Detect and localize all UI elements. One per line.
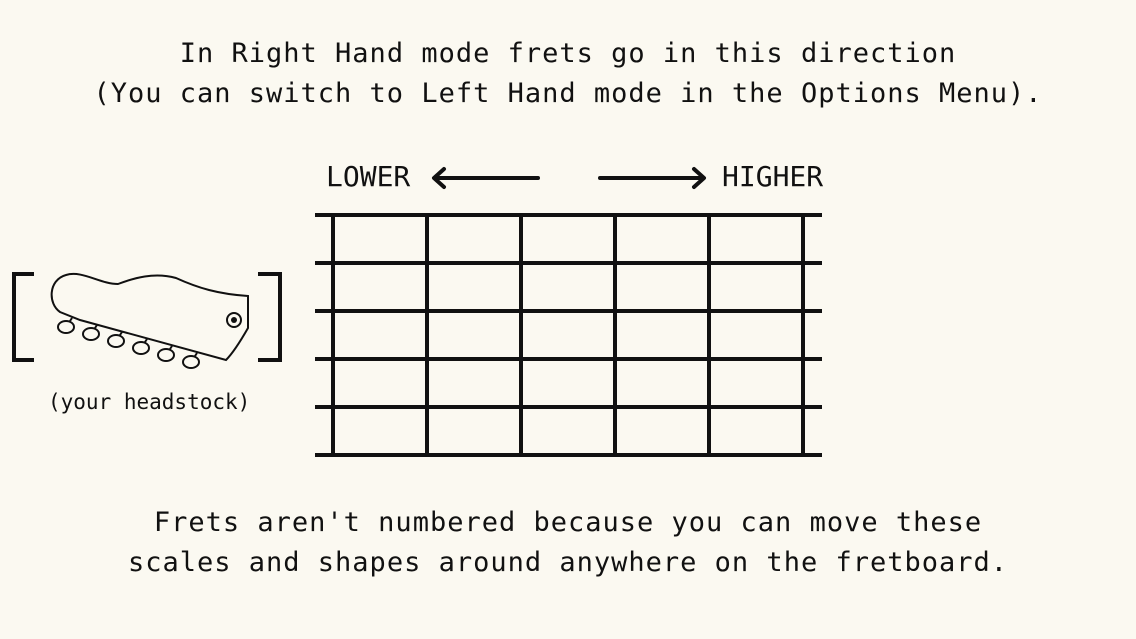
right-bracket bbox=[258, 272, 282, 362]
headstock-illustration bbox=[12, 272, 282, 369]
left-arrow-icon bbox=[432, 167, 540, 189]
intro-line-2: (You can switch to Left Hand mode in the… bbox=[93, 78, 1043, 109]
lower-label: LOWER bbox=[326, 160, 411, 193]
headstock-caption: (your headstock) bbox=[48, 390, 251, 414]
tuner-peg bbox=[57, 320, 75, 334]
tuner-peg bbox=[82, 327, 100, 341]
outro-line-1: Frets aren't numbered because you can mo… bbox=[153, 507, 983, 538]
tuner-peg bbox=[157, 348, 175, 362]
higher-label: HIGHER bbox=[722, 160, 824, 193]
right-arrow-icon bbox=[598, 167, 706, 189]
outro-line-2: scales and shapes around anywhere on the… bbox=[127, 547, 1009, 578]
intro-line-1: In Right Hand mode frets go in this dire… bbox=[179, 38, 957, 69]
peg-hole bbox=[226, 312, 242, 328]
left-bracket bbox=[12, 272, 34, 362]
tuner-peg bbox=[132, 341, 150, 355]
headstock-icon bbox=[50, 272, 249, 362]
tuner-peg bbox=[182, 355, 200, 369]
tuner-peg bbox=[107, 334, 125, 348]
